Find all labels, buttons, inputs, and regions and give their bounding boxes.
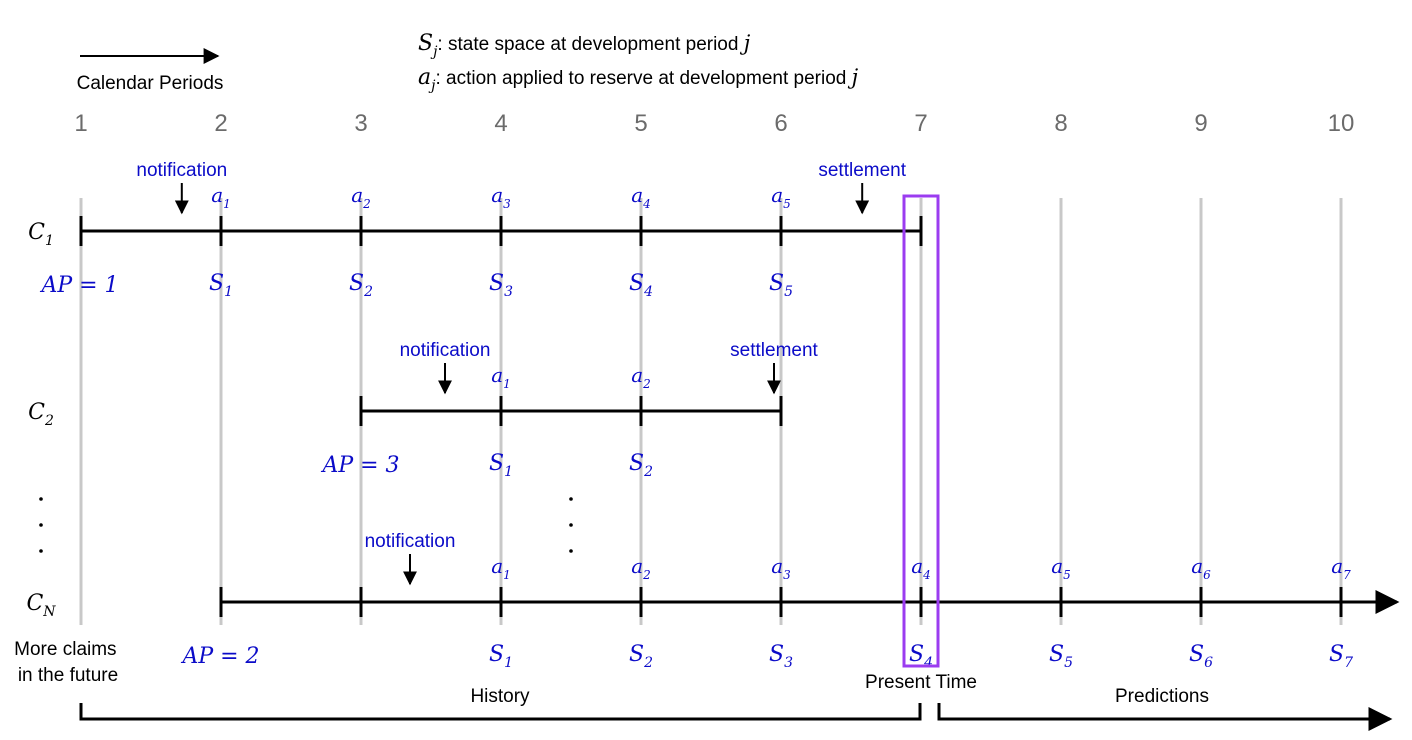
notification-label: notification <box>136 160 227 181</box>
state-label: S5 <box>769 271 793 300</box>
accident-period-label: AP = 1 <box>39 273 118 298</box>
state-label: S5 <box>1049 642 1073 671</box>
state-label: S6 <box>1189 642 1213 671</box>
accident-period-label: AP = 2 <box>180 644 259 669</box>
ellipsis-dot <box>569 523 573 527</box>
action-label: a5 <box>771 183 791 211</box>
predictions-bracket: Predictions <box>937 686 1393 731</box>
present-time-highlight <box>902 194 940 668</box>
predictions-bracket-line <box>937 703 1393 731</box>
period-label: 3 <box>354 110 367 137</box>
history-label: History <box>470 686 530 707</box>
state-label: S7 <box>1329 642 1353 671</box>
period-label: 5 <box>634 110 647 137</box>
period-labels: 1 2 3 4 5 6 7 8 9 10 <box>74 110 1354 137</box>
present-time-label: Present Time <box>865 672 977 693</box>
state-label: S1 <box>209 271 233 300</box>
action-label: a5 <box>1051 554 1071 582</box>
period-label: 8 <box>1054 110 1067 137</box>
accident-period-label: AP = 3 <box>320 453 399 478</box>
period-label: 2 <box>214 110 227 137</box>
history-bracket: History <box>79 686 922 721</box>
state-label: S3 <box>489 271 513 300</box>
action-label: a7 <box>1331 554 1351 582</box>
action-label: a3 <box>491 183 511 211</box>
history-bracket-line <box>79 703 922 721</box>
state-label: S2 <box>629 451 653 480</box>
period-label: 4 <box>494 110 507 137</box>
period-label: 10 <box>1328 110 1355 137</box>
period-label: 7 <box>914 110 927 137</box>
action-label: a2 <box>631 554 651 582</box>
period-label: 6 <box>774 110 787 137</box>
state-label: S1 <box>489 451 513 480</box>
notification-label: notification <box>400 340 491 361</box>
predictions-label: Predictions <box>1115 686 1209 707</box>
ellipsis-dot <box>39 523 43 527</box>
future-note-line-1: More claims <box>14 639 116 660</box>
more-claims-ellipsis <box>39 497 573 553</box>
period-label: 1 <box>74 110 87 137</box>
notification-label: notification <box>365 531 456 552</box>
action-label: a1 <box>211 183 231 211</box>
action-label: a1 <box>491 554 511 582</box>
period-label: 9 <box>1194 110 1207 137</box>
state-label: S1 <box>489 642 513 671</box>
claim-label: C2 <box>28 400 54 429</box>
action-label: a3 <box>771 554 791 582</box>
settlement-label: settlement <box>730 340 818 361</box>
ellipsis-dot <box>569 549 573 553</box>
ellipsis-dot <box>569 497 573 501</box>
future-claims-note: More claims in the future <box>14 639 122 686</box>
notation-legend: Sj: state space at development period j … <box>418 31 859 94</box>
ellipsis-dot <box>39 497 43 501</box>
calendar-periods-legend: Calendar Periods <box>77 48 224 94</box>
action-label: a1 <box>491 363 511 391</box>
action-label: a6 <box>1191 554 1211 582</box>
action-definition: aj: action applied to reserve at develop… <box>418 65 859 94</box>
calendar-periods-label: Calendar Periods <box>77 73 224 94</box>
state-label: S2 <box>629 642 653 671</box>
action-label: a4 <box>911 554 931 582</box>
future-note-line-2: in the future <box>18 665 118 686</box>
claim-label: CN <box>26 591 56 620</box>
state-space-definition: Sj: state space at development period j <box>418 31 751 60</box>
action-label: a2 <box>351 183 371 211</box>
settlement-label: settlement <box>818 160 906 181</box>
action-label: a2 <box>631 363 651 391</box>
action-label: a4 <box>631 183 651 211</box>
ellipsis-dot <box>39 549 43 553</box>
state-label: S4 <box>909 642 933 671</box>
state-label: S4 <box>629 271 653 300</box>
state-label: S2 <box>349 271 373 300</box>
claim-label: C1 <box>28 220 54 249</box>
state-label: S3 <box>769 642 793 671</box>
